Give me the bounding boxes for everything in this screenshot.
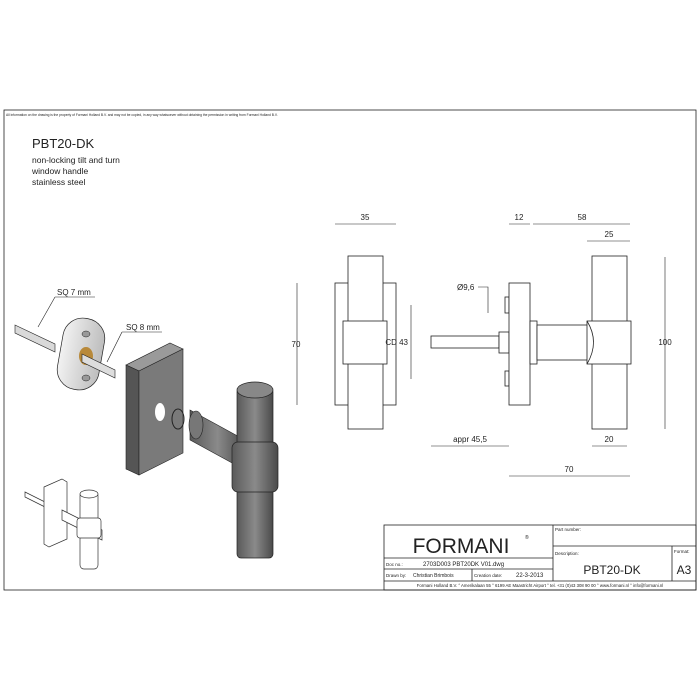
side-view — [430, 255, 632, 430]
dim-rose-height: 70 — [292, 340, 301, 349]
front-view — [334, 255, 397, 430]
formani-logo: FORMANI — [413, 535, 510, 558]
drawn-by-label: Drawn by: — [386, 573, 406, 578]
description-line: stainless steel — [32, 177, 85, 187]
description-value: PBT20-DK — [583, 563, 640, 577]
dim-rose-width: 35 — [361, 213, 370, 222]
dim-grip-diameter: 25 — [605, 230, 614, 239]
registered-mark: ® — [525, 534, 529, 541]
dim-grip-length: 100 — [658, 338, 672, 347]
company-footer: Formani Holland B.V. ° Amerikalaan 55 ° … — [417, 583, 664, 588]
dimensions: 35 70 CD 43 Ø9,6 12 58 25 100 appr 45,5 … — [292, 213, 672, 477]
description-label: Description: — [555, 551, 579, 556]
doc-no: 2703D003 PBT20DK V01.dwg — [423, 562, 504, 568]
dim-handle-projection: 58 — [578, 213, 587, 222]
disclaimer: All information on the drawing is the pr… — [6, 113, 278, 117]
product-code: PBT20-DK — [32, 136, 94, 151]
drawing-frame — [3, 109, 697, 591]
dim-hole-diameter: Ø9,6 — [457, 283, 475, 292]
format-value: A3 — [677, 563, 692, 577]
dim-spindle-length: appr 45,5 — [453, 435, 487, 444]
title-block: FORMANI ® Doc no.: 2703D003 PBT20DK V01.… — [383, 524, 697, 591]
part-number-label: Part number: — [555, 527, 581, 532]
dim-center-distance: CD 43 — [385, 338, 408, 347]
description-line: window handle — [31, 166, 89, 176]
label-sq8: SQ 8 mm — [126, 323, 160, 332]
dim-bar-width: 20 — [605, 435, 614, 444]
dim-rose-thickness: 12 — [515, 213, 524, 222]
drawn-by: Christian Brimbois — [413, 573, 454, 579]
format-label: Format: — [674, 549, 690, 554]
doc-no-label: Doc no.: — [386, 562, 403, 567]
dim-total-projection: 70 — [565, 465, 574, 474]
creation-date: 22-3-2013 — [516, 573, 544, 579]
isometric-view: SQ 7 mm SQ 8 mm — [14, 288, 279, 570]
creation-date-label: Creation date: — [474, 573, 502, 578]
label-sq7: SQ 7 mm — [57, 288, 91, 297]
description-line: non-locking tilt and turn — [32, 155, 120, 165]
